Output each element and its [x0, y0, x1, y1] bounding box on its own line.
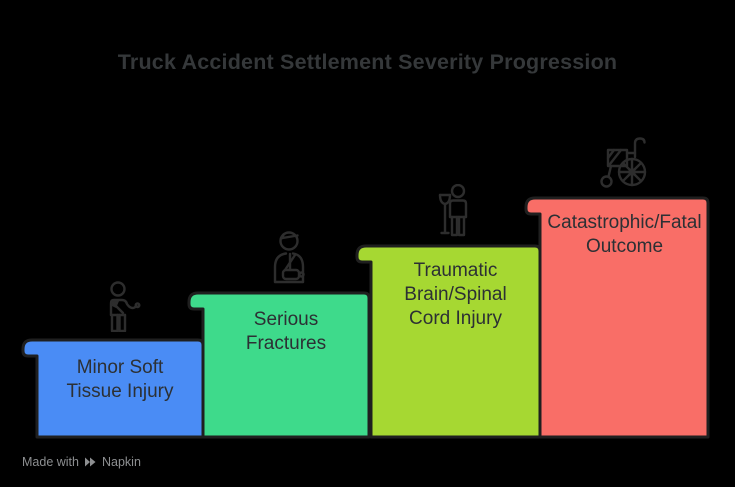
napkin-brand-label: Napkin [101, 455, 141, 469]
step-label-catastrophic-fatal: Catastrophic/Fatal Outcome [547, 212, 702, 257]
wheelchair-icon [599, 135, 651, 189]
step-label-serious-fractures: Serious Fractures [245, 309, 327, 354]
person-with-crutch-icon [436, 184, 476, 238]
page-title: Truck Accident Settlement Severity Progr… [117, 50, 618, 74]
step-shape-serious-fractures [187, 291, 371, 439]
step-label-brain-spinal-injury: Traumatic Brain/Spinal Cord Injury [404, 260, 507, 329]
step-label-minor-soft-tissue: Minor Soft Tissue Injury [66, 357, 174, 402]
arm-sling-person-icon [269, 230, 309, 284]
made-with-label: Made with [22, 455, 79, 469]
step-shape-catastrophic-fatal [524, 196, 710, 439]
napkin-logo-icon [84, 457, 96, 467]
injured-person-icon [101, 281, 141, 332]
made-with-napkin-watermark: Made with Napkin [22, 455, 141, 469]
